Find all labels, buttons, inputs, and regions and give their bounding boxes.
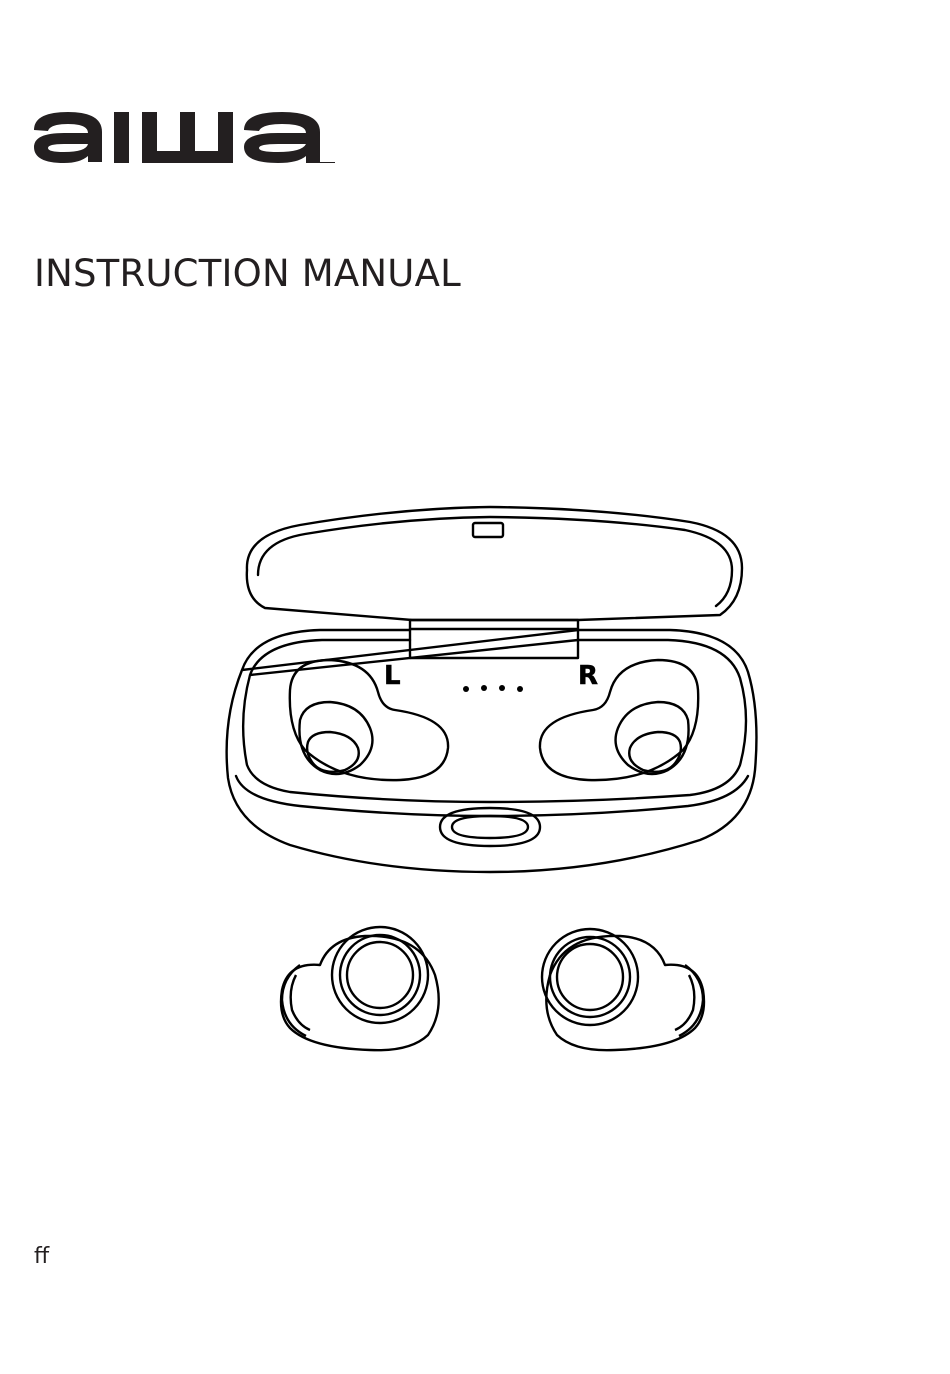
document-title: INSTRUCTION MANUAL bbox=[34, 252, 461, 295]
case-left-label: L bbox=[384, 661, 401, 691]
footer-mark: ff bbox=[34, 1244, 49, 1269]
aiwa-logo-graphic bbox=[30, 100, 350, 175]
earbuds-and-case-drawing: L R bbox=[0, 480, 950, 1080]
case-button bbox=[440, 808, 540, 846]
lid-latch bbox=[473, 523, 503, 537]
right-earbud bbox=[542, 929, 704, 1050]
case-right-label: R bbox=[578, 661, 598, 691]
brand-logo bbox=[30, 100, 350, 175]
product-illustration: L R bbox=[0, 480, 950, 1080]
left-earbud bbox=[281, 927, 439, 1050]
battery-indicator-leds bbox=[463, 685, 523, 692]
